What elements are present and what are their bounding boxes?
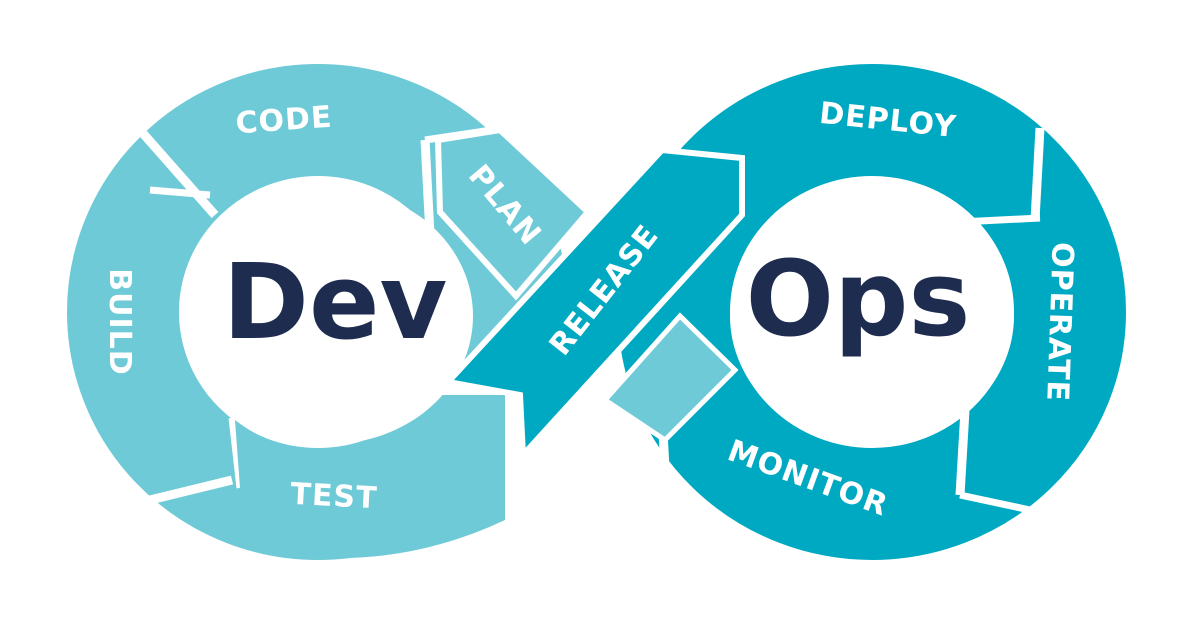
ops-ring xyxy=(618,64,1126,560)
stage-code: CODE xyxy=(234,100,333,142)
separator xyxy=(136,127,219,218)
ops-label: Ops xyxy=(746,238,971,360)
separator xyxy=(148,475,234,505)
monitor-arrow-tip xyxy=(601,312,739,444)
test-segment xyxy=(165,395,505,559)
separator xyxy=(959,214,1041,226)
dev-label: Dev xyxy=(223,241,448,363)
ops-loop xyxy=(618,64,1126,560)
stage-test: TEST xyxy=(290,477,379,517)
separator xyxy=(149,186,211,199)
stage-operate: OPERATE xyxy=(1039,241,1080,402)
separator xyxy=(1030,127,1045,221)
ops-center xyxy=(730,188,1014,444)
stage-build: BUILD xyxy=(102,268,137,375)
dev-center xyxy=(187,188,473,444)
separator xyxy=(959,491,1031,514)
separator xyxy=(955,409,970,496)
separator xyxy=(420,139,435,236)
separator xyxy=(228,417,244,489)
plan-segment xyxy=(434,126,593,301)
release-band xyxy=(442,146,745,463)
